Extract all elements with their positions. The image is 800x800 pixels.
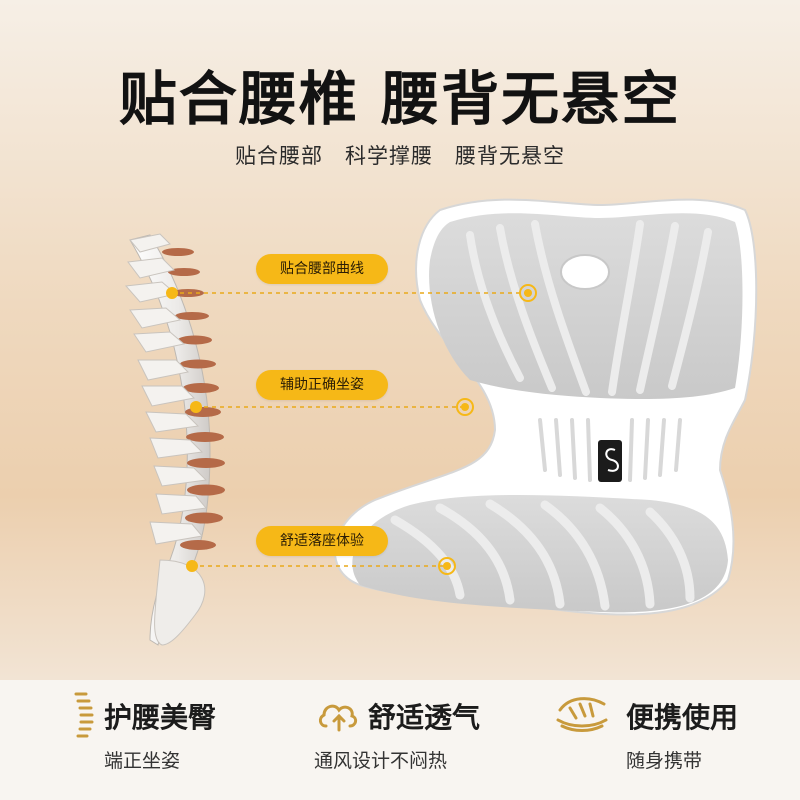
feature-portable-desc: 随身携带 [626, 750, 703, 772]
feature-strip: 护腰美臀 端正坐姿 舒适透气 通风设计不闷热 [0, 680, 800, 800]
brand-tag-icon [598, 440, 622, 482]
feature-portable-title: 便携使用 [626, 701, 739, 734]
feature-breathable-title: 舒适透气 [368, 701, 481, 734]
feature-breathable-desc: 通风设计不闷热 [314, 750, 448, 772]
hotspot-markers [166, 284, 537, 575]
headline: 贴合腰椎 腰背无悬空 [118, 65, 682, 133]
feature-lumbar-desc: 端正坐姿 [104, 750, 181, 772]
callout-lumbar-curve: 贴合腰部曲线 [256, 254, 388, 284]
feature-lumbar: 护腰美臀 端正坐姿 [60, 680, 300, 800]
guide-lines [172, 292, 528, 567]
product-illustration [124, 198, 758, 646]
feature-portable: 便携使用 随身携带 [550, 680, 790, 800]
feature-lumbar-title: 护腰美臀 [104, 701, 217, 734]
callout-comfort: 舒适落座体验 [256, 526, 388, 556]
callout-posture: 辅助正确坐姿 [256, 370, 388, 400]
airflow-icon [316, 690, 362, 740]
feature-breathable: 舒适透气 通风设计不闷热 [310, 680, 550, 800]
spine-icon [70, 690, 98, 746]
portable-cushion-icon [552, 690, 612, 740]
subheadline: 贴合腰部 科学撑腰 腰背无悬空 [235, 144, 565, 168]
seat-cushion-illustration [333, 198, 758, 616]
